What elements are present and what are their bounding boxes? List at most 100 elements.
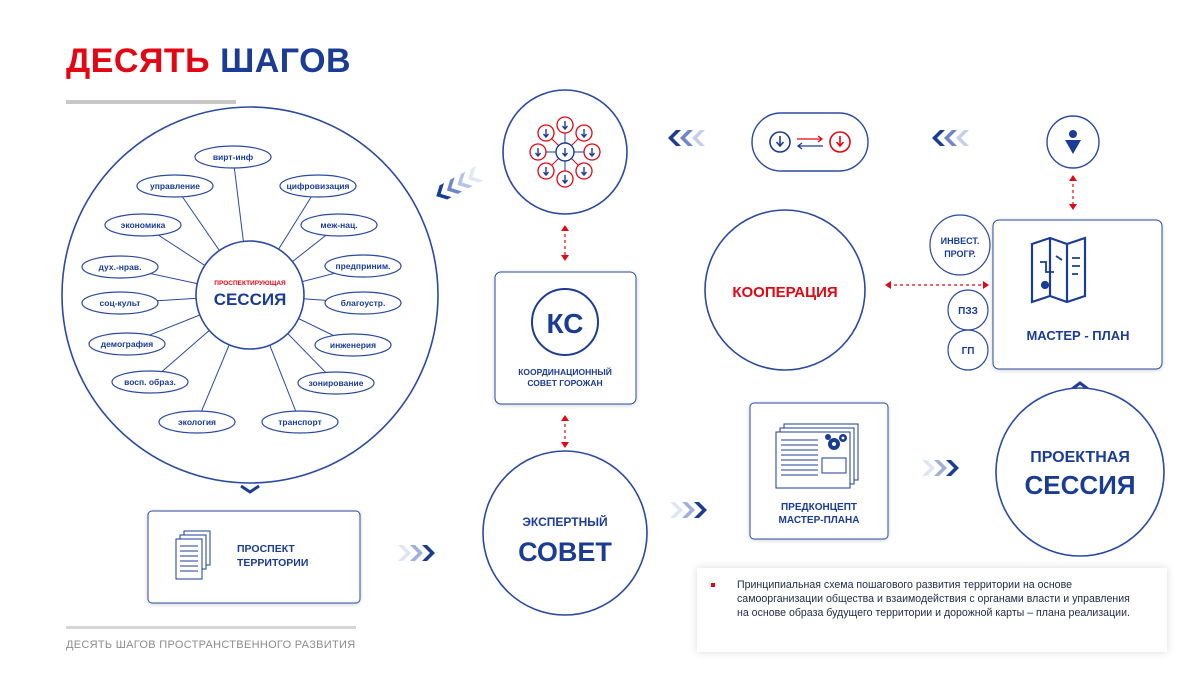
- session-topic-label: вирт-инф: [213, 152, 254, 162]
- session-topic: вирт-инф: [194, 145, 272, 169]
- down-arrow-icon: [588, 148, 596, 158]
- preconcept-line1: ПРЕДКОНЦЕПТ: [781, 502, 857, 513]
- person-icon: [1065, 130, 1081, 154]
- session-topic: экология: [158, 410, 236, 434]
- session-topics: вирт-инф цифровизация меж-нац. предприним. б…: [81, 145, 402, 434]
- ks-line1: КООРДИНАЦИОННЫЙ: [518, 366, 612, 377]
- session-topic-label: дух.-нрав.: [99, 262, 142, 272]
- red-dashed-connectors: [561, 175, 1077, 448]
- preconcept-card: ПРЕДКОНЦЕПТ МАСТЕР-ПЛАНА: [749, 402, 889, 540]
- chevron-up-icon: [1071, 381, 1089, 391]
- session-topic: восп. образ.: [111, 370, 189, 394]
- gear-icon: [825, 434, 831, 440]
- right-arrow-icon: [797, 135, 824, 143]
- footer-text: ДЕСЯТЬ ШАГОВ ПРОСТРАНСТВЕННОГО РАЗВИТИЯ: [66, 639, 356, 651]
- session-topic-label: экономика: [121, 220, 166, 230]
- session-topic-label: цифровизация: [287, 181, 350, 191]
- note-text: Принципиальная схема пошагового развития…: [737, 579, 1130, 619]
- footer-rule: [66, 626, 356, 629]
- title-underline: [66, 100, 236, 104]
- down-arrow-icon: [775, 136, 785, 148]
- ks-abbr: КС: [547, 308, 584, 339]
- project-session-circle: ПРОЕКТНАЯ СЕССИЯ: [995, 387, 1165, 557]
- network-nodes: [529, 116, 601, 188]
- invest-line2: ПРОГР.: [944, 249, 976, 259]
- session-big-label: СЕССИЯ: [214, 290, 287, 309]
- chevrons-left-3: [932, 130, 969, 146]
- down-arrow-icon: [561, 148, 569, 158]
- expert-line1: ЭКСПЕРТНЫЙ: [522, 514, 607, 529]
- prospecting-session-group: вирт-инф цифровизация меж-нац. предприним. б…: [61, 106, 439, 484]
- session-topic-label: восп. образ.: [124, 377, 176, 387]
- exchange-pill: [751, 112, 869, 172]
- chevrons-right-1: [398, 545, 435, 561]
- session-topic: меж-нац.: [300, 213, 378, 237]
- page-title: ДЕСЯТЬ ШАГОВ: [66, 42, 351, 81]
- cooperation-circle: КООПЕРАЦИЯ: [704, 209, 866, 371]
- session-topic-label: транспорт: [278, 417, 322, 427]
- prospect-territory-card: ПРОСПЕКТ ТЕРРИТОРИИ: [147, 510, 361, 604]
- session-topic-label: меж-нац.: [320, 220, 357, 230]
- gp-label: ГП: [962, 346, 975, 357]
- note-bullet: [711, 583, 715, 587]
- session-topic-label: управление: [150, 181, 200, 191]
- down-arrow-icon: [580, 129, 588, 139]
- prospect-line1: ПРОСПЕКТ: [237, 543, 295, 555]
- folded-map-icon: [1030, 236, 1087, 304]
- pzz-label: ПЗЗ: [958, 306, 978, 317]
- chevron-down-icon: [240, 484, 260, 494]
- master-plan-card: МАСТЕР - ПЛАН: [992, 219, 1163, 370]
- session-topic-label: соц-культ: [100, 298, 141, 308]
- down-arrow-icon: [835, 136, 845, 148]
- project-session-line1: ПРОЕКТНАЯ: [1030, 449, 1130, 466]
- preconcept-line2: МАСТЕР-ПЛАНА: [779, 515, 860, 526]
- session-topic: зонирование: [297, 371, 375, 395]
- invest-badge: ИНВЕСТ. ПРОГР.: [929, 214, 991, 276]
- person-circle: [1046, 115, 1100, 169]
- pzz-badge: ПЗЗ: [947, 289, 989, 331]
- down-arrow-icon: [561, 121, 569, 131]
- ks-line2: СОВЕТ ГОРОЖАН: [527, 378, 602, 388]
- coordination-council-card: КС КООРДИНАЦИОННЫЙ СОВЕТ ГОРОЖАН: [494, 271, 637, 405]
- session-topic: транспорт: [261, 410, 339, 434]
- note-card: Принципиальная схема пошагового развития…: [697, 568, 1167, 652]
- down-arrow-icon: [542, 167, 550, 177]
- session-topic-label: экология: [178, 417, 216, 427]
- title-word-2: ШАГОВ: [220, 42, 352, 80]
- down-arrow-icon: [561, 175, 569, 185]
- chevrons-right-2: [670, 502, 707, 518]
- expert-council-circle: ЭКСПЕРТНЫЙ СОВЕТ: [482, 450, 648, 616]
- session-topic-label: демография: [101, 339, 154, 349]
- session-topic: соц-культ: [81, 291, 159, 315]
- session-topic: дух.-нрав.: [81, 255, 159, 279]
- down-arrow-icon: [580, 167, 588, 177]
- chevrons-right-3: [922, 460, 959, 476]
- session-small-label: ПРОСПЕКТИРУЮЩАЯ: [214, 280, 286, 287]
- session-topic: цифровизация: [279, 174, 357, 198]
- gp-badge: ГП: [947, 329, 989, 371]
- session-center-circle: [195, 240, 305, 350]
- chevrons-left-1: [436, 166, 484, 200]
- document-stack-icon: [175, 530, 211, 580]
- session-topic: экономика: [104, 213, 182, 237]
- document-gear-icon: [775, 423, 859, 489]
- session-topic-label: предприним.: [335, 261, 390, 271]
- session-topic-label: благоустр.: [341, 298, 386, 308]
- session-topic: инженерия: [314, 333, 392, 357]
- down-arrow-icon: [542, 129, 550, 139]
- prospect-line2: ТЕРРИТОРИИ: [237, 557, 308, 569]
- session-topic: демография: [88, 332, 166, 356]
- chevrons-left-2: [668, 130, 705, 146]
- session-topic: предприним.: [324, 254, 402, 278]
- left-arrow-icon: [796, 142, 823, 150]
- project-session-line2: СЕССИЯ: [1024, 470, 1135, 500]
- session-topic: благоустр.: [324, 291, 402, 315]
- invest-line1: ИНВЕСТ.: [941, 236, 980, 246]
- session-topic-label: инженерия: [330, 340, 376, 350]
- expert-line2: СОВЕТ: [518, 537, 612, 567]
- session-topic: управление: [136, 174, 214, 198]
- title-word-1: ДЕСЯТЬ: [66, 42, 211, 80]
- down-arrow-icon: [534, 148, 542, 158]
- master-plan-label: МАСТЕР - ПЛАН: [1026, 328, 1129, 343]
